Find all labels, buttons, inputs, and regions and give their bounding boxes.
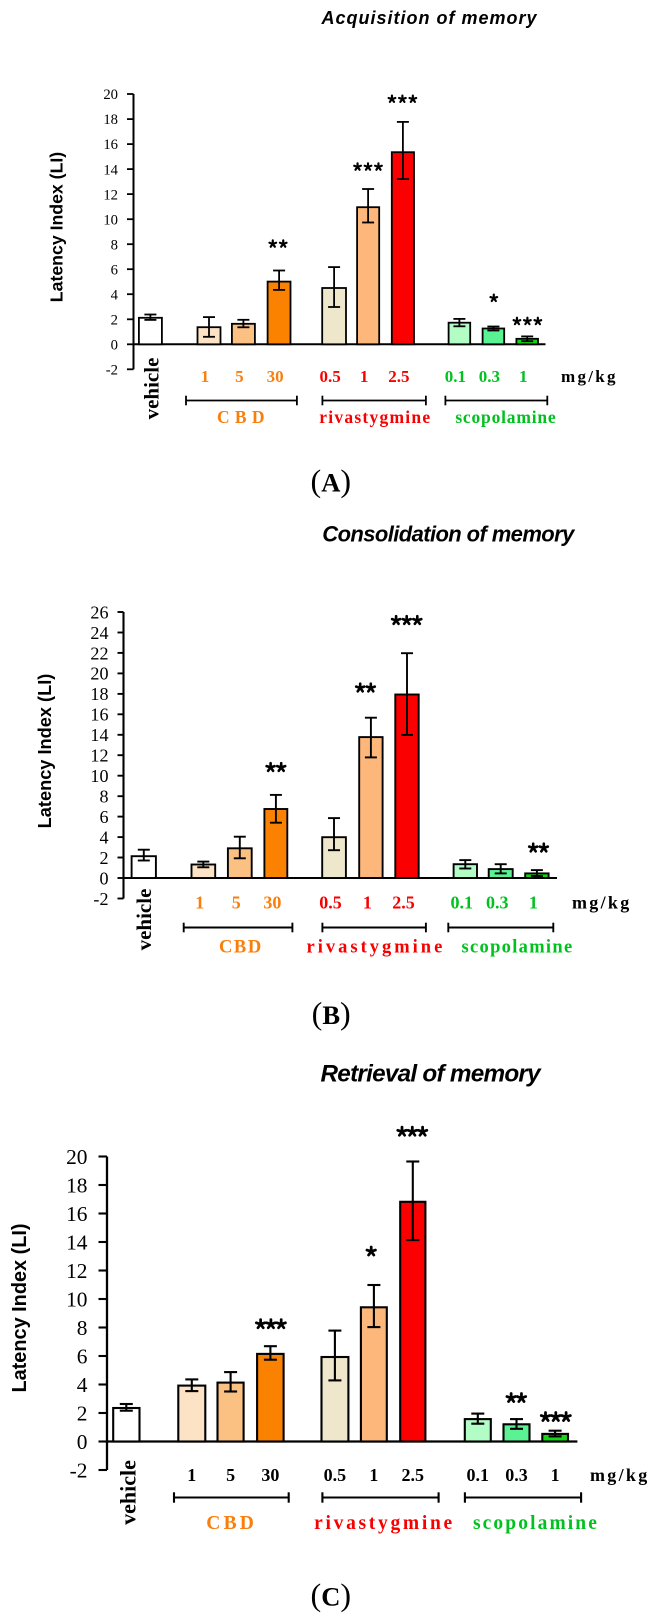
svg-text:Latency Index (LI): Latency Index (LI) (9, 1223, 31, 1392)
svg-text:rivastygmine: rivastygmine (319, 407, 431, 427)
svg-text:14: 14 (66, 1231, 88, 1255)
svg-text:4: 4 (77, 1373, 88, 1397)
svg-text:1: 1 (195, 893, 204, 913)
svg-text:CBD: CBD (217, 407, 270, 427)
svg-text:vehicle: vehicle (140, 358, 164, 420)
svg-text:0.5: 0.5 (319, 893, 342, 913)
svg-text:16: 16 (90, 705, 108, 725)
svg-text:30: 30 (263, 893, 281, 913)
svg-text:6: 6 (99, 807, 108, 827)
svg-text:Acquisition of memory: Acquisition of memory (320, 8, 537, 28)
svg-text:0: 0 (77, 1430, 88, 1454)
svg-text:10: 10 (66, 1288, 87, 1312)
svg-text:14: 14 (90, 725, 108, 745)
svg-text:6: 6 (111, 262, 118, 278)
svg-text:scopolamine: scopolamine (462, 938, 574, 958)
svg-text:0.5: 0.5 (324, 1465, 347, 1485)
svg-text:Retrieval of memory: Retrieval of memory (321, 1061, 543, 1088)
svg-text:18: 18 (103, 112, 118, 128)
svg-text:22: 22 (90, 643, 108, 663)
svg-text:24: 24 (90, 623, 108, 643)
svg-text:2: 2 (77, 1402, 88, 1426)
svg-text:30: 30 (267, 367, 284, 386)
svg-text:CBD: CBD (219, 938, 263, 958)
svg-text:1: 1 (201, 367, 210, 386)
svg-text:scopolamine: scopolamine (473, 1513, 599, 1534)
svg-text:0.1: 0.1 (467, 1465, 490, 1485)
svg-text:1: 1 (551, 1465, 560, 1485)
svg-text:vehicle: vehicle (132, 889, 156, 951)
svg-text:mg/kg: mg/kg (572, 893, 632, 913)
svg-text:1: 1 (519, 367, 528, 386)
svg-text:(A): (A) (311, 462, 352, 498)
svg-text:1: 1 (363, 893, 372, 913)
svg-text:20: 20 (103, 87, 118, 103)
svg-text:1: 1 (369, 1465, 378, 1485)
svg-text:mg/kg: mg/kg (561, 367, 618, 386)
svg-text:8: 8 (77, 1316, 88, 1340)
svg-text:Latency Index (LI): Latency Index (LI) (47, 152, 67, 302)
svg-text:rivastygmine: rivastygmine (307, 938, 446, 958)
svg-text:5: 5 (232, 893, 241, 913)
svg-text:(C): (C) (311, 1577, 352, 1613)
svg-text:6: 6 (77, 1345, 88, 1369)
svg-text:1: 1 (360, 367, 369, 386)
svg-text:0.3: 0.3 (486, 893, 509, 913)
svg-text:0.1: 0.1 (445, 367, 466, 386)
svg-text:2.5: 2.5 (402, 1465, 425, 1485)
svg-text:30: 30 (261, 1465, 279, 1485)
svg-text:5: 5 (226, 1465, 235, 1485)
svg-text:-2: -2 (106, 363, 118, 379)
svg-text:Latency Index (LI): Latency Index (LI) (35, 674, 55, 829)
svg-text:4: 4 (99, 827, 108, 847)
svg-text:20: 20 (90, 664, 108, 684)
svg-text:CBD: CBD (206, 1513, 257, 1534)
svg-text:12: 12 (66, 1259, 87, 1283)
svg-text:10: 10 (90, 766, 108, 786)
svg-text:1: 1 (187, 1465, 196, 1485)
svg-text:mg/kg: mg/kg (590, 1465, 650, 1485)
svg-text:8: 8 (111, 237, 118, 253)
svg-text:-2: -2 (93, 889, 108, 909)
svg-text:1: 1 (529, 893, 538, 913)
svg-text:0: 0 (99, 868, 108, 888)
svg-text:rivastygmine: rivastygmine (314, 1513, 455, 1534)
svg-text:Consolidation of memory: Consolidation of memory (322, 522, 576, 547)
svg-text:16: 16 (103, 137, 118, 153)
svg-text:18: 18 (90, 684, 108, 704)
svg-text:5: 5 (235, 367, 244, 386)
svg-text:2.5: 2.5 (392, 893, 415, 913)
svg-text:16: 16 (66, 1202, 88, 1226)
svg-text:26: 26 (90, 602, 108, 622)
svg-text:vehicle: vehicle (115, 1460, 140, 1525)
svg-text:14: 14 (103, 162, 118, 178)
svg-text:0: 0 (111, 337, 118, 353)
svg-text:18: 18 (66, 1174, 87, 1198)
svg-text:2.5: 2.5 (388, 367, 409, 386)
svg-text:2: 2 (111, 312, 118, 328)
svg-text:-2: -2 (70, 1459, 88, 1483)
svg-text:4: 4 (111, 287, 119, 303)
svg-text:0.3: 0.3 (505, 1465, 528, 1485)
svg-text:0.3: 0.3 (479, 367, 500, 386)
svg-text:(B): (B) (312, 995, 351, 1031)
svg-text:10: 10 (103, 212, 118, 228)
svg-text:8: 8 (99, 787, 108, 807)
svg-text:0.1: 0.1 (451, 893, 474, 913)
svg-text:12: 12 (103, 187, 118, 203)
svg-text:0.5: 0.5 (319, 367, 340, 386)
svg-text:12: 12 (90, 746, 108, 766)
svg-text:scopolamine: scopolamine (455, 407, 556, 427)
svg-text:2: 2 (99, 848, 108, 868)
svg-text:20: 20 (66, 1145, 87, 1169)
